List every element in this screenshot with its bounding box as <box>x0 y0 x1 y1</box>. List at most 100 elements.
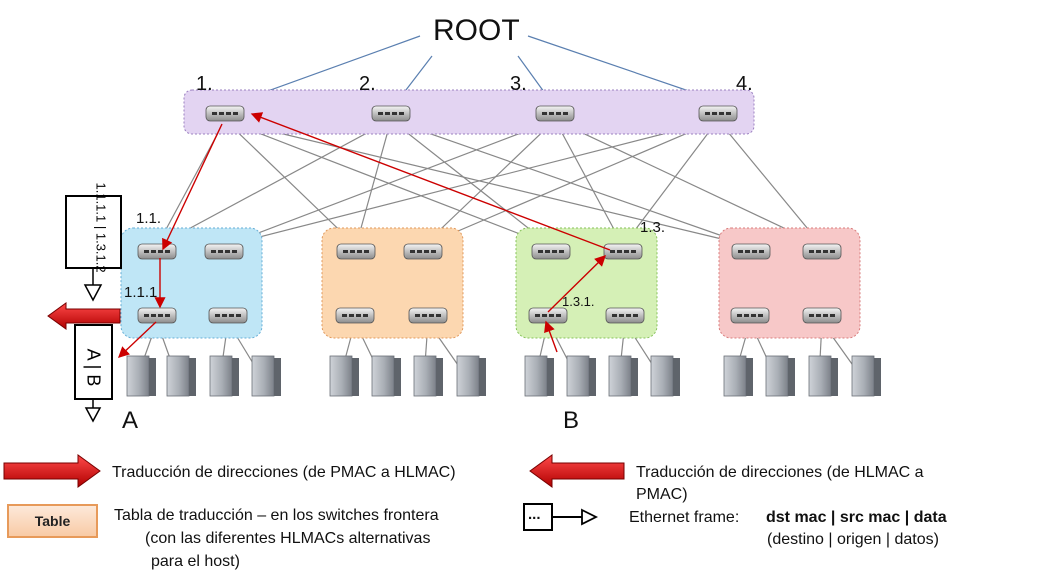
switch-label-1-1-1: 1.1.1 <box>124 284 158 301</box>
edge-switch-4-port <box>422 314 427 317</box>
edge-switch-3 <box>335 307 375 324</box>
core-switch-3-port <box>556 112 561 115</box>
table-arrow-head <box>83 284 103 302</box>
aggregation-switch-1-port <box>158 250 163 253</box>
frame-path-segment-2 <box>547 255 606 313</box>
aggregation-switch-4-port <box>417 250 422 253</box>
aggregation-switch-7 <box>731 243 771 260</box>
core-switch-2 <box>371 105 411 122</box>
edge-switch-4-port <box>429 314 434 317</box>
aggregation-switch-7-port <box>738 250 743 253</box>
host-b-label: B <box>563 407 580 434</box>
edge-switch-8-port <box>809 314 814 317</box>
aggregation-switch-8-port <box>823 250 828 253</box>
core-label-3: 3. <box>510 73 527 95</box>
core-agg-link <box>355 119 392 247</box>
aggregation-switch-3 <box>336 243 376 260</box>
aggregation-switch-2 <box>204 243 244 260</box>
core-switch-4-port <box>705 112 710 115</box>
aggregation-switch-1-port <box>151 250 156 253</box>
aggregation-switch-2-port <box>211 250 216 253</box>
aggregation-switch-6-port <box>617 250 622 253</box>
frame-path-segment-1 <box>544 320 558 353</box>
edge-switch-4 <box>408 307 448 324</box>
legend-right-arrow <box>3 454 101 488</box>
edge-switch-2-port <box>229 314 234 317</box>
frame-path-segment-3 <box>250 112 611 251</box>
edge-switch-5-port <box>549 314 554 317</box>
pmac-hlmac-arrow <box>47 302 121 330</box>
edge-switch-2-port <box>236 314 241 317</box>
core-switch-1 <box>205 105 245 122</box>
edge-switch-3-port <box>363 314 368 317</box>
server-13 <box>723 355 747 397</box>
core-switch-2-port <box>385 112 390 115</box>
core-agg-link <box>422 119 556 247</box>
aggregation-switch-5 <box>531 243 571 260</box>
server-side <box>673 358 680 396</box>
legend-frame-fields: dst mac | src mac | data <box>766 509 947 526</box>
frame-path-segment-6 <box>117 321 157 358</box>
core-agg-link <box>223 119 556 247</box>
legend-hlmac-to-pmac-line1: Traducción de direcciones (de HLMAC a <box>636 464 924 481</box>
server-side <box>547 358 554 396</box>
frame-box <box>74 324 113 400</box>
server-14 <box>765 355 789 397</box>
root-label: ROOT <box>433 14 520 47</box>
aggregation-switch-2-port <box>225 250 230 253</box>
server-side <box>274 358 281 396</box>
server-9 <box>524 355 548 397</box>
aggregation-switch-4-port <box>410 250 415 253</box>
core-layer-region <box>183 89 755 135</box>
edge-switch-7-port <box>758 314 763 317</box>
core-switch-4-port <box>712 112 717 115</box>
legend-table-desc-line1: Tabla de traducción – en los switches fr… <box>114 507 439 524</box>
aggregation-switch-5-port <box>559 250 564 253</box>
aggregation-switch-3-port <box>364 250 369 253</box>
edge-switch-5-port <box>535 314 540 317</box>
switch-label-1-1: 1.1. <box>136 210 162 227</box>
core-switch-4-port <box>726 112 731 115</box>
aggregation-switch-5-port <box>545 250 550 253</box>
edge-switch-6 <box>605 307 645 324</box>
edge-switch-2-port <box>222 314 227 317</box>
server-6 <box>371 355 395 397</box>
edge-switch-1 <box>137 307 177 324</box>
core-agg-link <box>224 119 357 247</box>
aggregation-switch-3-port <box>357 250 362 253</box>
server-side <box>436 358 443 396</box>
aggregation-switch-2-port <box>218 250 223 253</box>
core-switch-1-port <box>219 112 224 115</box>
aggregation-switch-4-port <box>424 250 429 253</box>
server-side <box>874 358 881 396</box>
translation-table-box <box>65 195 122 269</box>
server-5 <box>329 355 353 397</box>
legend-table-box: Table <box>7 504 98 538</box>
aggregation-switch-6-port <box>624 250 629 253</box>
aggregation-switch-1-port <box>144 250 149 253</box>
core-switch-1-port <box>233 112 238 115</box>
core-agg-link <box>717 119 823 247</box>
core-agg-link <box>156 119 392 247</box>
server-side <box>631 358 638 396</box>
server-side <box>479 358 486 396</box>
edge-switch-5-port <box>556 314 561 317</box>
aggregation-switch-3-port <box>343 250 348 253</box>
edge-switch-7-port <box>751 314 756 317</box>
edge-switch-5 <box>528 307 568 324</box>
server-side <box>831 358 838 396</box>
server-7 <box>413 355 437 397</box>
aggregation-switch-1-port <box>165 250 170 253</box>
aggregation-switch-5-port <box>538 250 543 253</box>
edge-switch-5-port <box>542 314 547 317</box>
edge-switch-3-port <box>356 314 361 317</box>
legend-left-arrow <box>529 454 625 488</box>
edge-switch-7 <box>730 307 770 324</box>
edge-switch-8-port <box>816 314 821 317</box>
core-agg-link <box>223 119 719 247</box>
core-switch-2-port <box>378 112 383 115</box>
server-15 <box>808 355 832 397</box>
translation-table-text: 1.1.1.1 | 1.3.1.2 <box>93 182 109 273</box>
server-3 <box>209 355 233 397</box>
